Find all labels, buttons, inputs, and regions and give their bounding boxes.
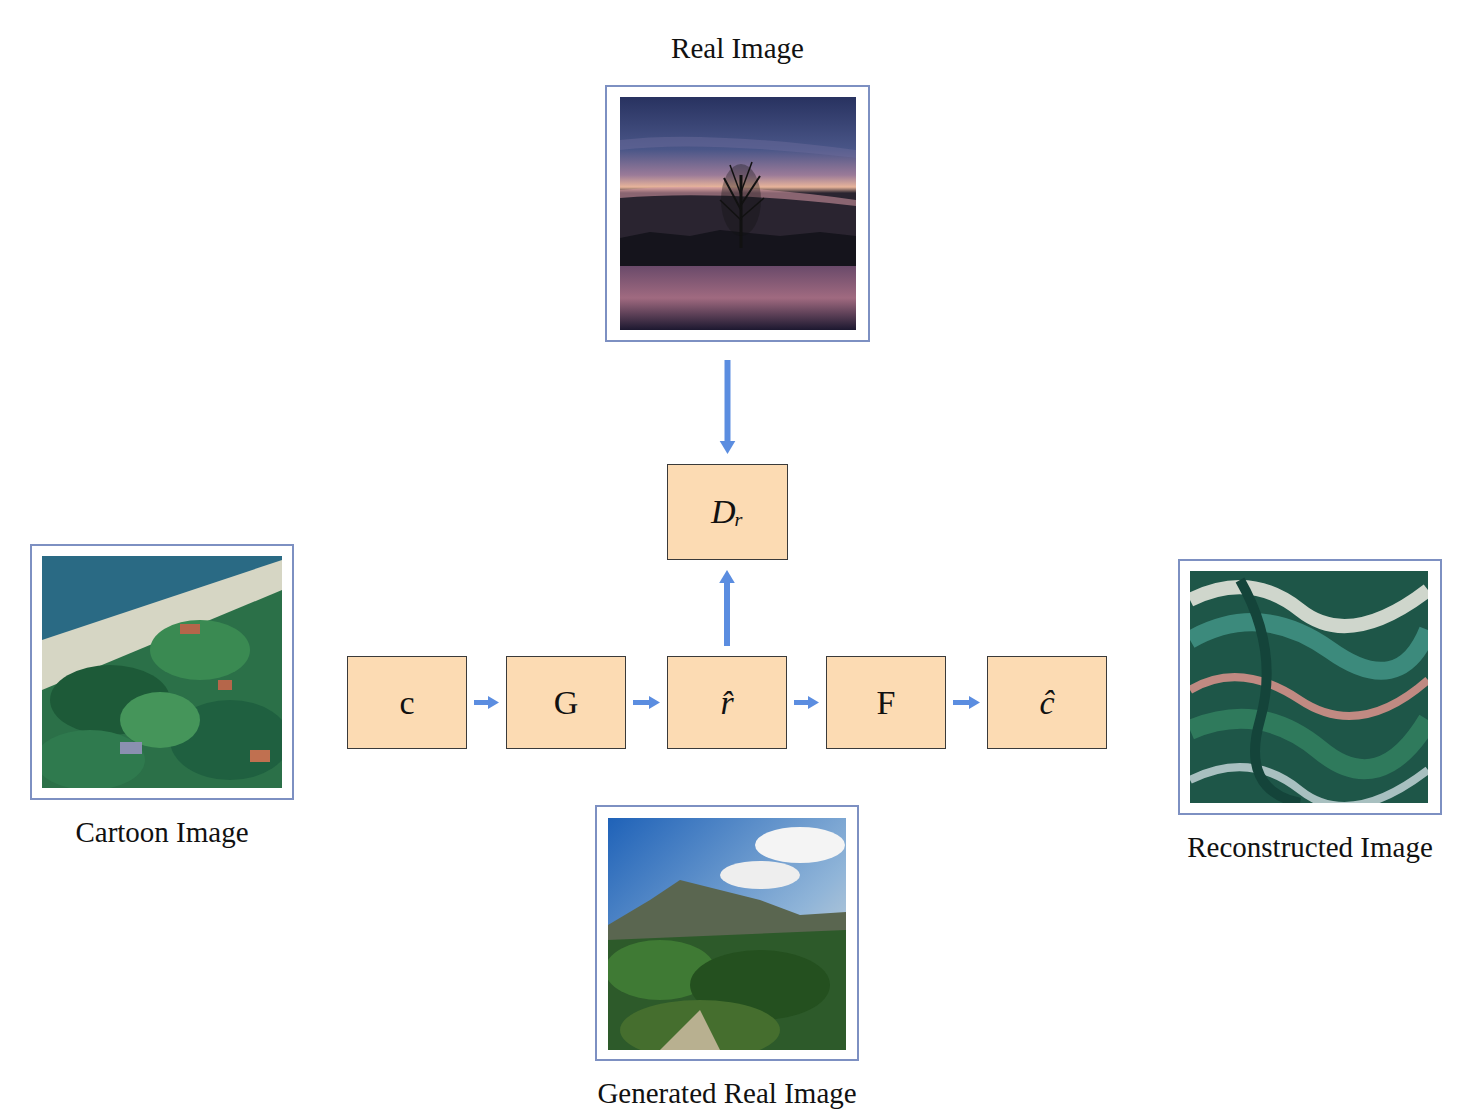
arrow-shaft — [953, 700, 970, 705]
arrow-shaft — [794, 700, 809, 705]
box-label: c — [399, 684, 414, 722]
image-frame: Reconstructed Image — [1178, 559, 1442, 815]
discriminator-box: Dᵣ — [667, 464, 788, 560]
image-caption: Cartoon Image — [75, 816, 248, 849]
box-label: Dᵣ — [711, 493, 744, 531]
process-box: c — [347, 656, 467, 749]
box-label: ĉ — [1039, 684, 1054, 722]
image-caption: Generated Real Image — [597, 1077, 856, 1110]
flow-arrow — [794, 696, 819, 709]
image-frame: Generated Real Image — [595, 805, 859, 1061]
process-box: G — [506, 656, 626, 749]
arrow-head — [969, 696, 980, 709]
flow-arrow — [633, 696, 660, 709]
image-frame: Cartoon Image — [30, 544, 294, 800]
arrow-head — [720, 441, 736, 454]
arrow-shaft — [474, 700, 489, 705]
arrow-shaft — [633, 700, 650, 705]
image-caption: Real Image — [671, 32, 804, 65]
box-label: G — [554, 684, 579, 722]
real-photo — [620, 97, 856, 330]
process-box: F — [826, 656, 946, 749]
arrow-head — [649, 696, 660, 709]
cartoon-picture — [42, 556, 282, 788]
flow-arrow — [953, 696, 980, 709]
image-frame: Real Image — [605, 85, 870, 342]
arrow-head — [808, 696, 819, 709]
generated-photo — [608, 818, 846, 1050]
image-caption: Reconstructed Image — [1187, 831, 1433, 864]
process-box: ĉ — [987, 656, 1107, 749]
reconstructed-picture — [1190, 571, 1428, 803]
flow-arrow — [719, 570, 735, 646]
flow-arrow — [474, 696, 499, 709]
process-box: r̂ — [667, 656, 787, 749]
arrow-head — [488, 696, 499, 709]
flow-arrow — [720, 360, 736, 454]
box-label: r̂ — [720, 684, 733, 722]
box-label: F — [877, 684, 896, 722]
arrow-shaft — [725, 360, 731, 442]
arrow-shaft — [724, 582, 730, 646]
arrow-head — [719, 570, 735, 583]
